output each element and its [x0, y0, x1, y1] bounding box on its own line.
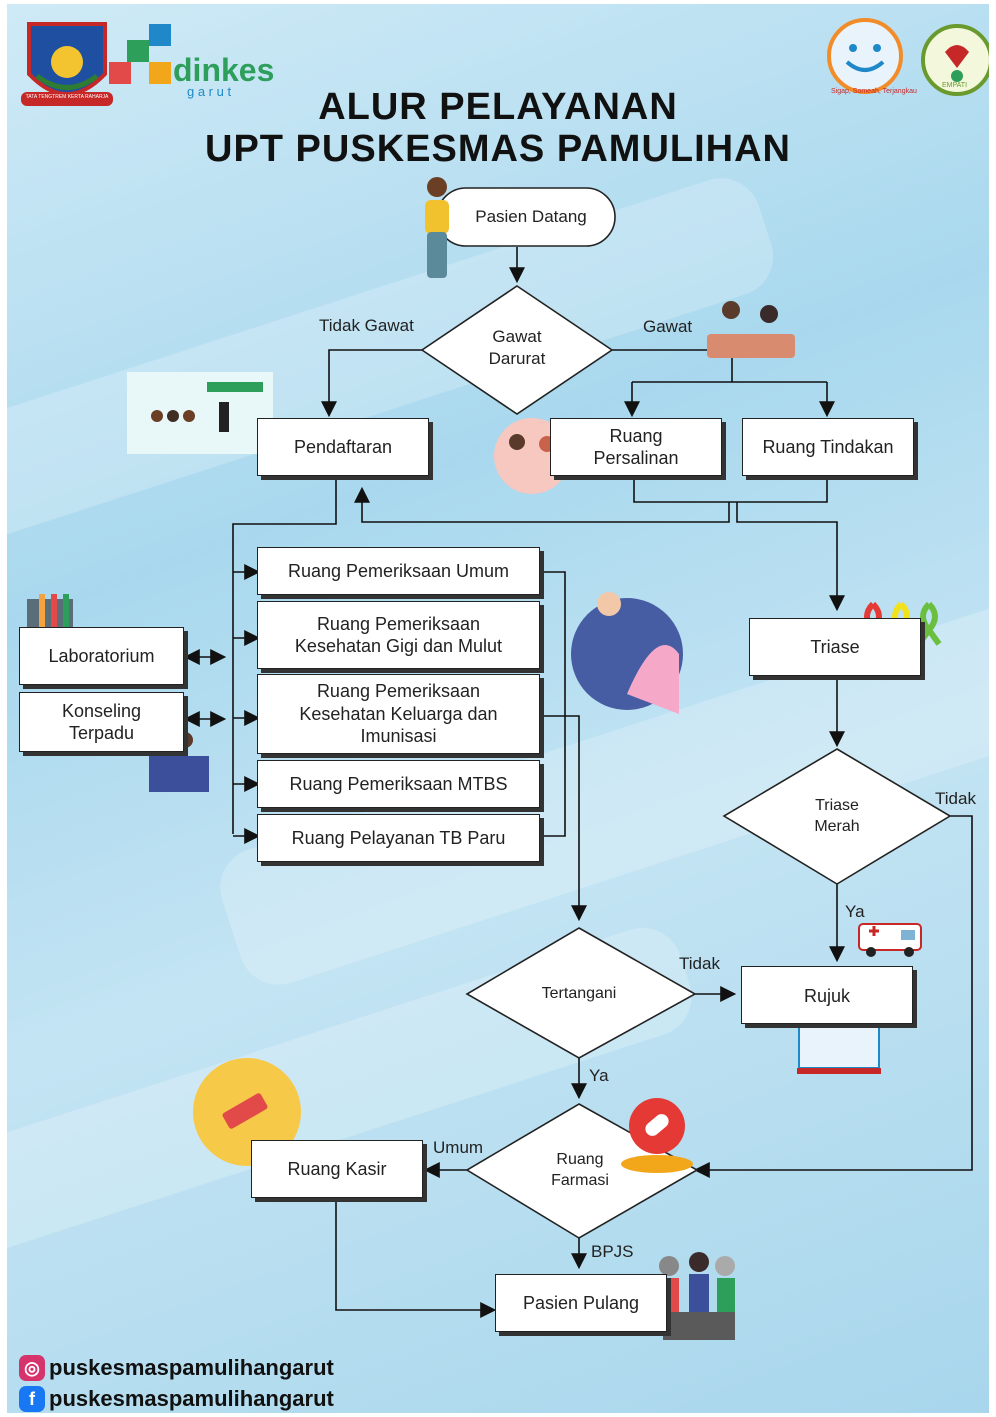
- label-tidak-gawat: Tidak Gawat: [319, 316, 414, 335]
- instagram-text: puskesmaspamulihangarut: [49, 1355, 334, 1380]
- flow-connectors: [27, 177, 973, 1340]
- dinkes-logo-text: dinkes: [173, 52, 275, 88]
- node-laboratorium: Laboratorium: [19, 627, 184, 685]
- registration-icon: [127, 372, 273, 454]
- node-triase: Triase: [749, 618, 921, 676]
- doctor-patient-icon: [571, 592, 683, 714]
- instagram-icon: ◎: [19, 1355, 45, 1381]
- facebook-handle[interactable]: f puskesmaspamulihangarut: [19, 1386, 334, 1412]
- family-icon: [659, 1252, 735, 1340]
- ambulance-icon: [858, 923, 922, 957]
- dinkes-logo-icon: [109, 24, 171, 84]
- diamond-gawat: [420, 285, 614, 415]
- label-bpjs: BPJS: [591, 1242, 634, 1261]
- node-rujuk: Rujuk: [741, 966, 913, 1024]
- node-ruang-tb: Ruang Pelayanan TB Paru: [257, 814, 540, 862]
- seal-motto: TATA TENGTREM KERTA RAHARJA: [25, 94, 109, 100]
- garut-seal-icon: [21, 22, 113, 106]
- node-ruang-tindakan: Ruang Tindakan: [742, 418, 914, 476]
- empati-logo-icon: [921, 24, 989, 96]
- node-pendaftaran: Pendaftaran: [257, 418, 429, 476]
- diamond-tertangani: [465, 927, 697, 1059]
- node-gawat-darurat: Gawat Darurat: [488, 327, 546, 369]
- label-tidak-triase: Tidak: [935, 789, 976, 808]
- payment-icon: [193, 1058, 301, 1166]
- patient-woman-icon: [425, 177, 449, 278]
- label-ya-triase: Ya: [845, 902, 865, 921]
- pharmacy-pin-icon: [621, 1098, 693, 1173]
- node-pasien-pulang: Pasien Pulang: [495, 1274, 667, 1332]
- title-line-1: ALUR PELAYANAN: [318, 86, 678, 128]
- empati-label: EMPATI: [942, 82, 968, 89]
- node-ruang-mtbs: Ruang Pemeriksaan MTBS: [257, 760, 540, 808]
- label-umum: Umum: [433, 1138, 484, 1157]
- label-tidak-tertangani: Tidak: [679, 954, 720, 973]
- poster: dinkes g a r u t TATA TENGTREM KERTA RAH…: [7, 4, 989, 1413]
- node-triase-merah: Triase Merah: [814, 797, 860, 835]
- smile-slogan: Sigap, Someah, Terjangkau: [831, 88, 917, 95]
- instagram-handle[interactable]: ◎ puskesmaspamulihangarut: [19, 1355, 334, 1381]
- node-tertangani: Tertangani: [541, 985, 617, 1002]
- facebook-icon: f: [19, 1386, 45, 1412]
- smile-logo-icon: [827, 18, 903, 94]
- dinkes-logo-subtext: g a r u t: [187, 84, 232, 99]
- node-pasien-datang: Pasien Datang: [475, 207, 587, 226]
- diamond-triase-merah: [722, 748, 952, 885]
- node-ruang-persalinan: Ruang Persalinan: [550, 418, 722, 476]
- title-line-2: UPT PUSKESMAS PAMULIHAN: [205, 128, 791, 170]
- node-ruang-kasir: Ruang Kasir: [251, 1140, 423, 1198]
- node-ruang-gigi: Ruang Pemeriksaan Kesehatan Gigi dan Mul…: [257, 601, 540, 669]
- node-ruang-umum: Ruang Pemeriksaan Umum: [257, 547, 540, 595]
- node-ruang-farmasi: Ruang Farmasi: [551, 1151, 609, 1189]
- emergency-bed-icon: [707, 301, 795, 358]
- facebook-text: puskesmaspamulihangarut: [49, 1386, 334, 1411]
- label-ya-tertangani: Ya: [589, 1066, 609, 1085]
- logo-area: [21, 18, 989, 106]
- label-gawat: Gawat: [643, 317, 693, 336]
- node-konseling: Konseling Terpadu: [19, 692, 184, 752]
- node-ruang-keluarga: Ruang Pemeriksaan Kesehatan Keluarga dan…: [257, 674, 540, 754]
